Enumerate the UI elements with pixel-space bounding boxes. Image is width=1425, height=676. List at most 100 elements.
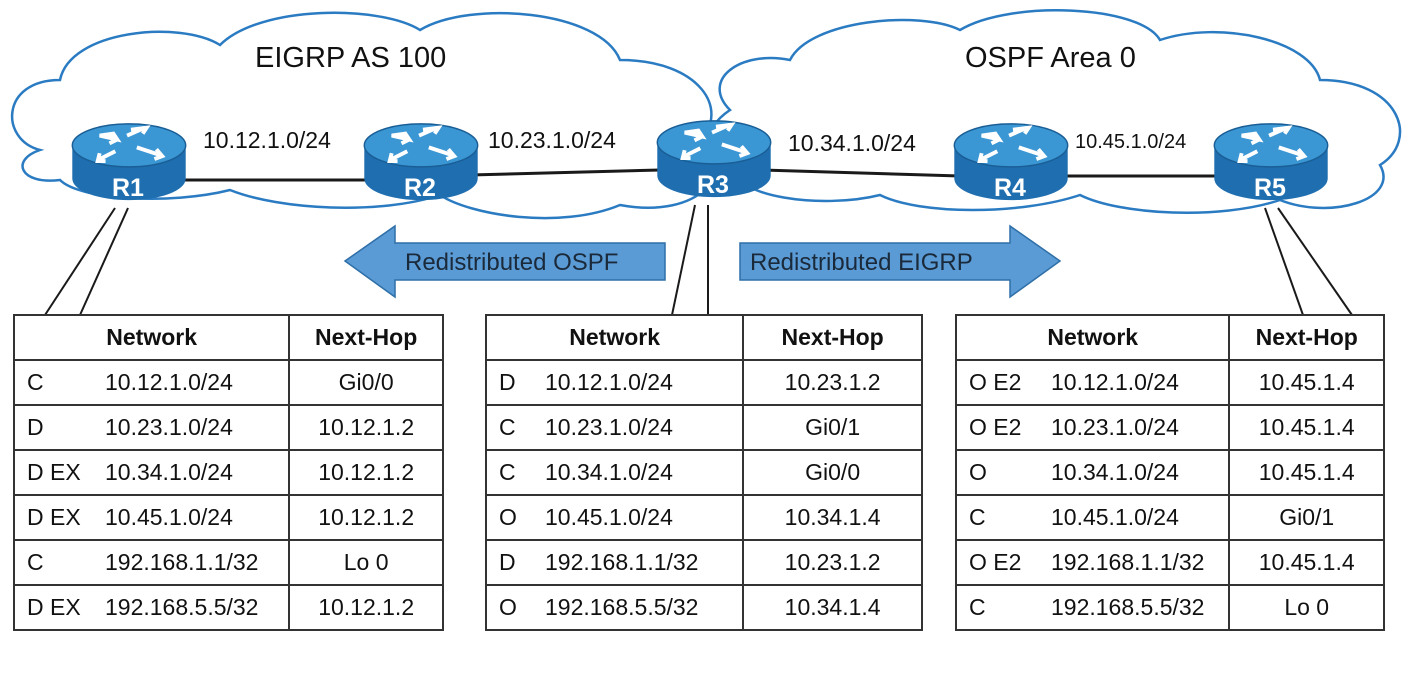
router-label-r2: R2 (404, 174, 436, 202)
router-label-r3: R3 (697, 171, 729, 199)
network-cell: C 10.12.1.0/24 (12, 359, 291, 406)
router-label-r5: R5 (1254, 174, 1286, 202)
callout-r5-b (1277, 207, 1353, 316)
network-cell: C 10.45.1.0/24 (954, 494, 1231, 541)
column-header-next-hop: Next-Hop (742, 314, 923, 361)
next-hop-cell: Gi0/1 (742, 404, 923, 451)
table-row: C 192.168.1.1/32 Lo 0 (12, 539, 444, 586)
next-hop-cell: 10.45.1.4 (1228, 449, 1385, 496)
router-label-r1: R1 (112, 174, 144, 202)
next-hop-cell: 10.23.1.2 (742, 359, 923, 406)
network-address: 192.168.1.1/32 (545, 549, 699, 575)
link-label-r3-r4: 10.34.1.0/24 (788, 130, 916, 156)
link-r2-r3 (469, 168, 661, 177)
link-label-r1-r2: 10.12.1.0/24 (203, 127, 331, 153)
eigrp-cloud-title: EIGRP AS 100 (255, 42, 446, 74)
router-r1: R1 (70, 121, 188, 203)
table-row: O E2 10.23.1.0/24 10.45.1.4 (954, 404, 1385, 451)
arrow-redistributed-ospf: Redistributed OSPF (343, 224, 666, 299)
route-code: D (499, 549, 516, 575)
next-hop-cell: Lo 0 (1228, 584, 1385, 631)
route-code: O (499, 504, 517, 530)
next-hop-cell: 10.12.1.2 (288, 404, 444, 451)
column-header-network: Network (484, 314, 745, 361)
network-cell: C 192.168.5.5/32 (954, 584, 1231, 631)
router-r2: R2 (362, 121, 480, 203)
network-address: 192.168.1.1/32 (105, 549, 259, 575)
network-address: 192.168.5.5/32 (105, 594, 259, 620)
callout-r1-b (79, 207, 129, 316)
next-hop-cell: 10.45.1.4 (1228, 404, 1385, 451)
network-cell: C 10.34.1.0/24 (484, 449, 745, 496)
next-hop-cell: Lo 0 (288, 539, 444, 586)
column-header-network: Network (12, 314, 291, 361)
callout-r1-a (44, 207, 116, 316)
network-cell: C 192.168.1.1/32 (12, 539, 291, 586)
column-header-next-hop: Next-Hop (1228, 314, 1385, 361)
next-hop-cell: 10.23.1.2 (742, 539, 923, 586)
arrow-label-eigrp: Redistributed EIGRP (750, 249, 973, 276)
network-address: 10.12.1.0/24 (1051, 369, 1179, 395)
route-code: C (969, 504, 986, 530)
router-r5: R5 (1212, 121, 1330, 203)
network-address: 10.23.1.0/24 (545, 414, 673, 440)
route-code: D EX (27, 459, 81, 485)
next-hop-cell: 10.45.1.4 (1228, 539, 1385, 586)
link-r3-r4 (759, 168, 961, 178)
network-cell: O E2 10.23.1.0/24 (954, 404, 1231, 451)
network-address: 10.45.1.0/24 (105, 504, 233, 530)
arrow-label-ospf: Redistributed OSPF (405, 249, 618, 276)
next-hop-cell: Gi0/0 (742, 449, 923, 496)
link-label-r4-r5: 10.45.1.0/24 (1075, 131, 1186, 153)
next-hop-cell: 10.12.1.2 (288, 494, 444, 541)
ospf-cloud-title: OSPF Area 0 (965, 42, 1136, 74)
route-code: O E2 (969, 549, 1022, 575)
route-code: C (27, 549, 44, 575)
column-header-network: Network (954, 314, 1231, 361)
next-hop-cell: 10.34.1.4 (742, 584, 923, 631)
network-address: 192.168.5.5/32 (545, 594, 699, 620)
network-address: 192.168.5.5/32 (1051, 594, 1205, 620)
router-r3: R3 (655, 118, 773, 200)
network-address: 10.34.1.0/24 (545, 459, 673, 485)
network-address: 10.12.1.0/24 (105, 369, 233, 395)
network-address: 10.23.1.0/24 (1051, 414, 1179, 440)
route-code: C (27, 369, 44, 395)
table-row: C 10.34.1.0/24 Gi0/0 (484, 449, 923, 496)
route-code: C (499, 459, 516, 485)
router-label-r4: R4 (994, 174, 1026, 202)
route-code: D EX (27, 594, 81, 620)
route-code: O E2 (969, 414, 1022, 440)
network-address: 10.34.1.0/24 (1051, 459, 1179, 485)
table-row: C 10.12.1.0/24 Gi0/0 (12, 359, 444, 406)
next-hop-cell: 10.12.1.2 (288, 584, 444, 631)
network-address: 10.45.1.0/24 (1051, 504, 1179, 530)
network-address: 10.12.1.0/24 (545, 369, 673, 395)
table-row: C 192.168.5.5/32 Lo 0 (954, 584, 1385, 631)
next-hop-cell: Gi0/0 (288, 359, 444, 406)
next-hop-cell: 10.12.1.2 (288, 449, 444, 496)
table-row: D 192.168.1.1/32 10.23.1.2 (484, 539, 923, 586)
next-hop-cell: Gi0/1 (1228, 494, 1385, 541)
callout-r5-a (1264, 207, 1304, 316)
network-address: 10.23.1.0/24 (105, 414, 233, 440)
route-code: C (969, 594, 986, 620)
